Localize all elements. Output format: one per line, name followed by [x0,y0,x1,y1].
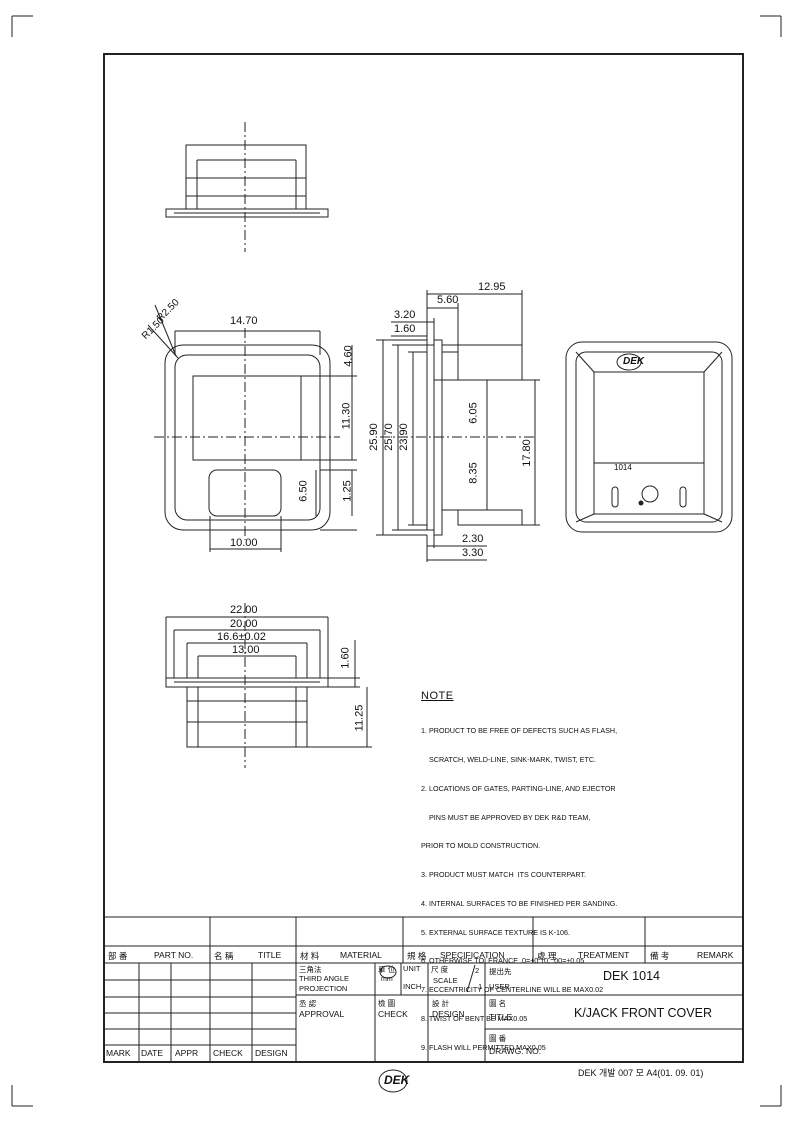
dim-160: 1.60 [394,323,416,335]
side-view [376,290,540,562]
hdr-title-kr: 名 稱 [214,951,234,961]
dim-560: 5.60 [437,294,459,306]
dim-230: 2.30 [462,533,484,545]
dim-605: 6.05 [467,402,480,424]
note-line: 8. TWIST OF BENT BE MAX0.05 [421,1014,528,1023]
hdr-spec: SPECIFICATION [440,950,505,960]
note-line: 5. EXTERNAL SURFACE TEXTURE IS K-106. [421,927,570,937]
projection2: PROJECTION [299,984,348,993]
dim-835: 8.35 [467,462,480,484]
unit-kr: 單 位 [378,965,396,974]
scale-num: 2 [475,966,480,975]
bottom-view [165,603,372,768]
design-kr: 設 計 [432,999,450,1008]
rev-mark: MARK [106,1048,131,1058]
hdr-part-no-kr: 部 番 [108,951,128,961]
unit-inch: INCH [403,982,422,991]
dim-125: 1.25 [341,480,354,502]
drawing: DRAWG. NO. [489,1046,542,1056]
dim-1470: 14.70 [230,315,258,327]
hdr-spec-kr: 規 格 [407,951,427,961]
footer-logo: DEK [384,1073,410,1087]
projection: THIRD ANGLE [299,974,350,983]
dim-b160: 1.60 [339,647,352,669]
hdr-treatment: TREATMENT [578,950,630,960]
rev-date: DATE [141,1048,164,1058]
note-line: 7. ECCENTRICITY OF CENTERLINE WILL BE MA… [421,985,604,995]
dim-1125: 11.25 [353,704,366,732]
dim-1300: 13.00 [232,644,260,656]
corner-mark-tr [760,15,782,37]
user-value: DEK 1014 [603,969,660,983]
note-line: 2. LOCATIONS OF GATES, PARTING-LINE, AND… [421,783,616,793]
user-kr: 提出先 [489,967,512,976]
hdr-material: MATERIAL [340,950,382,960]
footer-code: DEK 개발 007 모 A4(01. 09. 01) [578,1068,704,1078]
top-view [165,122,329,252]
hdr-part-no: PART NO. [154,950,194,960]
dim-166: 16.6±0.02 [217,631,266,643]
check-kr: 檢 圖 [378,999,396,1008]
rev-appr: APPR [175,1048,199,1058]
corner-mark-tl [11,15,33,37]
dim-2590: 25.90 [367,423,380,451]
title2: TITLE [489,1012,513,1022]
dim-1780: 17.80 [520,439,533,467]
scale-den: 1 [478,982,483,991]
title-value: K/JACK FRONT COVER [574,1006,712,1020]
drawing-border [103,53,744,1063]
design: DESIGN [432,1009,465,1019]
note-line: PRIOR TO MOLD CONSTRUCTION. [421,841,541,851]
dim-320: 3.20 [394,309,416,321]
dim-2000: 20.00 [230,618,258,630]
note-list: 1. PRODUCT TO BE FREE OF DEFECTS SUCH AS… [421,707,617,1062]
note-line: 6. OTHERWISE TOLERANCE .0=±0.10, .00=±0.… [421,956,585,966]
scale-kr: 尺 度 [431,965,449,974]
unit: UNIT [403,964,421,973]
dim-1000: 10.00 [230,537,258,549]
scale: SCALE [433,976,458,985]
front-view [147,304,357,552]
dim-650: 6.50 [297,480,310,502]
approval: APPROVAL [299,1009,345,1019]
rear-view [565,341,733,533]
rev-check: CHECK [213,1048,243,1058]
dim-1130: 11.30 [340,402,353,430]
dim-2200: 22.00 [230,604,258,616]
hdr-material-kr: 材 料 [300,951,320,961]
hdr-remark: REMARK [697,950,734,960]
note-title: NOTE [421,690,454,702]
check: CHECK [378,1009,408,1019]
footer-logo-mark [378,1069,408,1093]
unit-mm: mm [381,976,393,983]
dim-1295: 12.95 [478,281,506,293]
hdr-title: TITLE [258,950,282,960]
user: USER [489,982,510,991]
dim-2390: 23.90 [397,423,410,451]
note-line: SCRATCH, WELD-LINE, SINK-MARK, TWIST, ET… [421,754,597,764]
note-line: PINS MUST BE APPROVED BY DEK R&D TEAM, [421,812,591,822]
note-line: 9. FLASH WILL PERMITTED MAX0.05 [421,1042,546,1052]
rear-part-mark: 1014 [614,463,632,472]
note-line: 1. PRODUCT TO BE FREE OF DEFECTS SUCH AS… [421,726,618,736]
projection-kr: 三角法 [299,965,322,974]
corner-mark-bl [11,1085,33,1107]
approval-kr: 丞 認 [299,999,317,1008]
dim-330: 3.30 [462,547,484,559]
note-line: 4. INTERNAL SURFACES TO BE FINISHED PER … [421,898,618,908]
hdr-treatment-kr: 處 理 [537,951,557,961]
title-block-grid [104,916,743,1062]
unit-circle [379,965,397,979]
title2-kr: 圖 名 [489,999,507,1008]
rear-logo: DEK [623,356,645,367]
note-line: 3. PRODUCT MUST MATCH ITS COUNTERPART. [421,870,587,880]
dim-460: 4.60 [342,345,355,367]
drawing-kr: 圖 番 [489,1034,507,1043]
rev-design: DESIGN [255,1048,288,1058]
hdr-remark-kr: 備 考 [650,951,670,961]
dim-2570: 25.70 [382,423,395,451]
corner-mark-br [760,1085,782,1107]
